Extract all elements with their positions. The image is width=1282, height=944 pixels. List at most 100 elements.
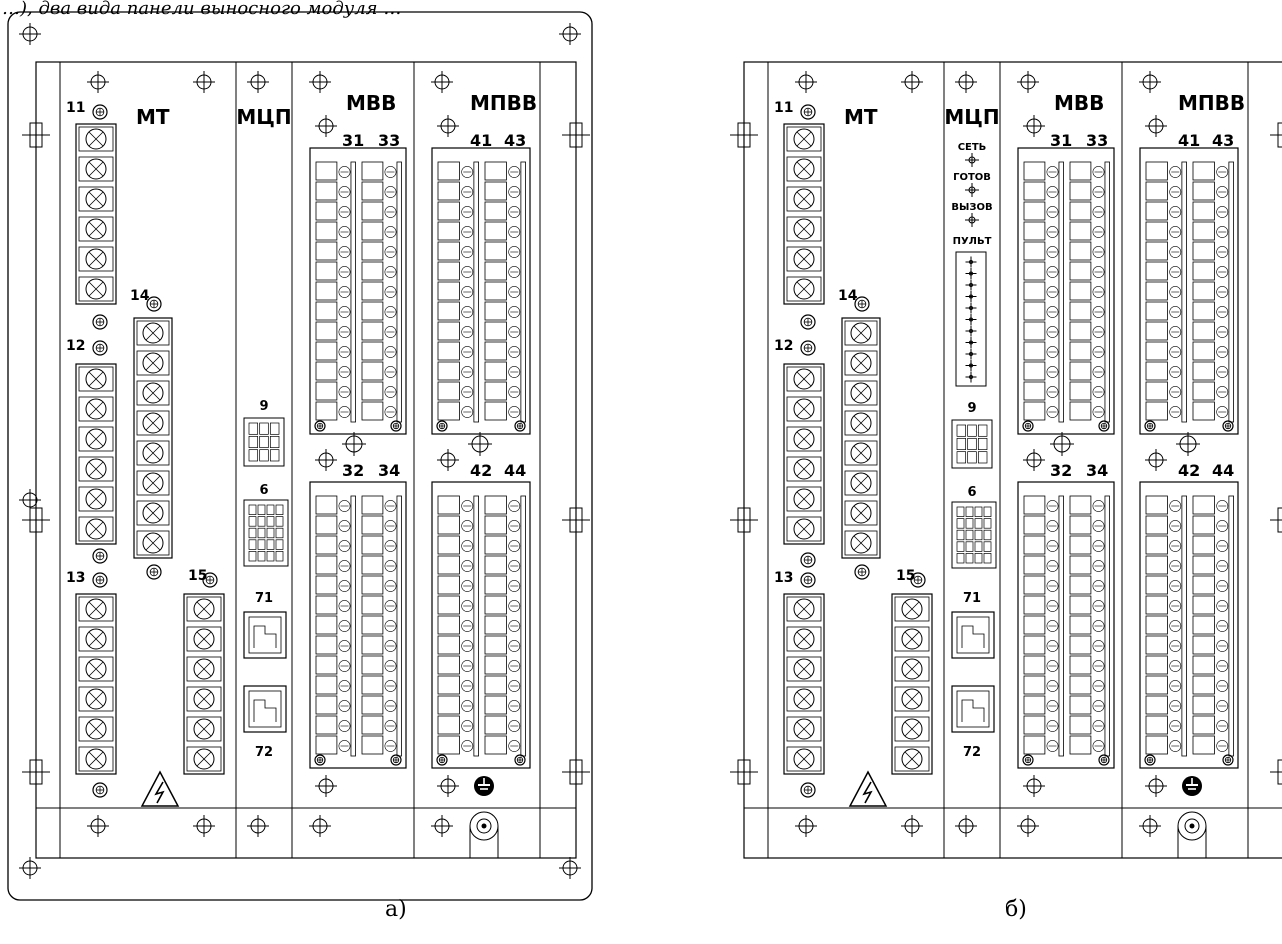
indicator-label-ready: ГОТОВ (953, 172, 991, 183)
terminal-cell (844, 320, 878, 346)
screw-ring (800, 782, 816, 798)
indicator-label-network: СЕТЬ (958, 142, 987, 153)
connector-slot (1145, 655, 1168, 675)
terminal-screw-icon (193, 718, 215, 740)
terminal-cell (844, 350, 878, 376)
terminal-block-11 (75, 123, 117, 305)
terminal-cell (78, 716, 114, 742)
terminal-screw-slot (796, 191, 812, 207)
connector-screw-icon (92, 104, 108, 120)
terminal-cell (786, 716, 822, 742)
connector-slot (1192, 321, 1215, 341)
connector-screw-icon (1144, 754, 1156, 766)
terminal-screw-slot (904, 601, 920, 617)
small-connector-pin (248, 527, 257, 539)
connector-pin (1169, 246, 1182, 258)
terminal-screw-icon (850, 412, 872, 434)
panel-screw-icon (795, 71, 817, 93)
terminal-cell (786, 156, 822, 182)
connector-pin (461, 540, 474, 552)
connector-screw-icon (1098, 420, 1110, 432)
connector-pin (508, 306, 521, 318)
connector-slot (361, 381, 384, 401)
connector-housing (431, 147, 531, 435)
terminal-screw-slot (853, 415, 869, 431)
io-connector-41-43 (431, 147, 531, 435)
terminal-screw-slot (796, 631, 812, 647)
terminal-screw-slot (88, 461, 104, 477)
connector-slot (1192, 575, 1215, 595)
console-pin-icon (965, 360, 977, 371)
lightning-bolt (154, 781, 165, 804)
connector-pin (338, 166, 351, 178)
connector-slot (1145, 575, 1168, 595)
connector-pin (461, 500, 474, 512)
connector-slot (484, 615, 507, 635)
connector-pin (508, 246, 521, 258)
connector-pin (1216, 540, 1229, 552)
connector-slot (1069, 341, 1092, 361)
terminal-screw-icon (85, 368, 107, 390)
terminal-screw-icon (85, 748, 107, 770)
terminal-block-15 (891, 593, 933, 775)
terminal-cell (186, 596, 222, 622)
connector-slot (1192, 695, 1215, 715)
connector-pin (461, 740, 474, 752)
connector-pin (1092, 740, 1105, 752)
connector-slot (437, 281, 460, 301)
connector-pin (1169, 680, 1182, 692)
corner-mount-icon (19, 857, 41, 879)
terminal-cell (894, 626, 930, 652)
connector-slot (484, 495, 507, 515)
connector-pin (384, 600, 397, 612)
label-x72: 72 (255, 745, 273, 760)
terminal-screw-slot (796, 461, 812, 477)
connector-rail (473, 161, 479, 423)
ethernet-port-72 (243, 685, 287, 733)
connector-slot (1192, 341, 1215, 361)
connector-slot (1145, 635, 1168, 655)
console-pin-icon (965, 279, 977, 291)
connector-pin (1046, 520, 1059, 532)
terminal-screw-slot (145, 505, 161, 521)
screw-ring (1144, 754, 1156, 766)
terminal-frame (783, 363, 825, 545)
terminal-cell (78, 486, 114, 512)
io-connector-42-44 (1139, 481, 1239, 769)
connector-slot (1145, 201, 1168, 221)
terminal-screw-slot (796, 691, 812, 707)
connector-slot (1069, 595, 1092, 615)
label-x14: 14 (130, 288, 150, 304)
connector-slot (1145, 381, 1168, 401)
connector-pin (1092, 206, 1105, 218)
connector-slot (1069, 635, 1092, 655)
label-x32: 32 (342, 461, 364, 480)
connector-slot (1069, 401, 1092, 421)
connector-slot (1145, 241, 1168, 261)
connector-pin (1046, 700, 1059, 712)
small-connector-pin (259, 449, 269, 462)
terminal-screw-slot (88, 131, 104, 147)
terminal-screw-slot (88, 221, 104, 237)
panel-screw-icon (1139, 815, 1161, 837)
connector-slot (1069, 321, 1092, 341)
small-connector-pin (965, 506, 974, 517)
terminal-cell (844, 500, 878, 526)
connector-pin (1046, 640, 1059, 652)
connector-slot (437, 595, 460, 615)
terminal-screw-slot (196, 661, 212, 677)
chassis (35, 61, 577, 859)
label-x34: 34 (1086, 461, 1108, 480)
terminal-cell (786, 246, 822, 272)
connector-pin (1046, 366, 1059, 378)
terminal-screw-slot (853, 385, 869, 401)
connector-pin (1216, 520, 1229, 532)
panel-screw-icon (901, 71, 923, 93)
terminal-screw-icon (793, 748, 815, 770)
connector-slot (1145, 221, 1168, 241)
connector-slot (315, 575, 338, 595)
module-title-mcp: МЦП (236, 105, 291, 129)
terminal-screw-icon (142, 322, 164, 344)
connector-rail (1228, 161, 1234, 423)
connector-pin (1046, 226, 1059, 238)
